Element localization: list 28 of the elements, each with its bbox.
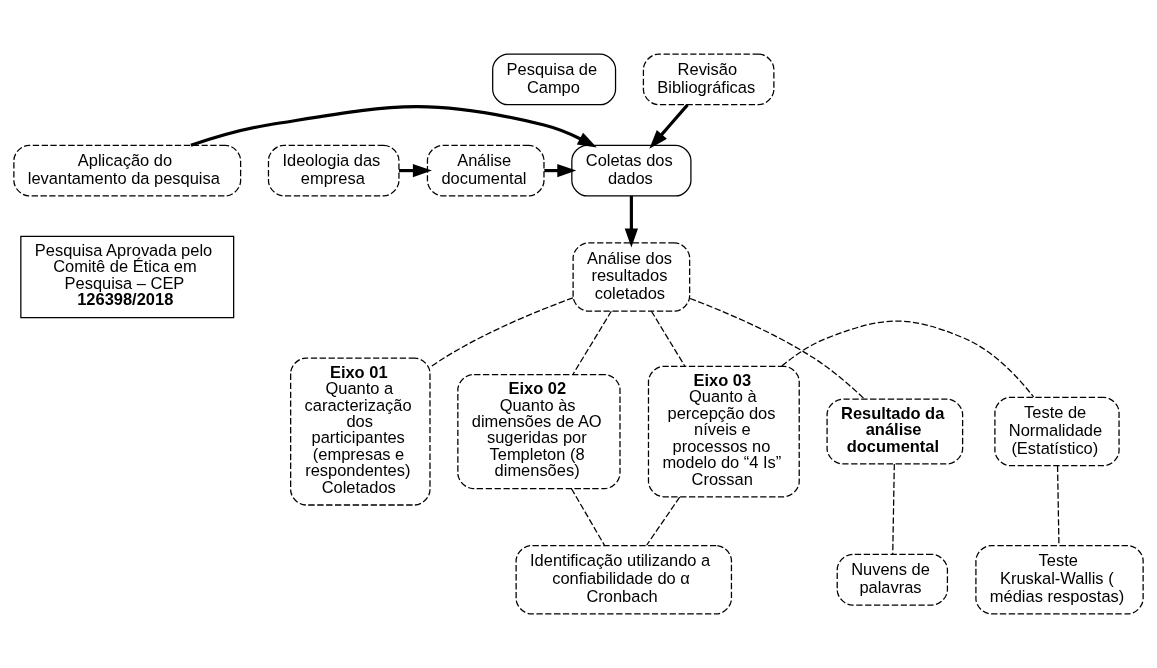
- node-box: Eixo 02 Quanto às dimensões de AO sugeridas por Templeton (8 dimensões): [457, 373, 621, 490]
- node-box: Análise documental: [426, 144, 545, 197]
- arrow: [624, 195, 639, 248]
- connector: [645, 496, 681, 546]
- node-box: Revisão Bibliográficas: [642, 53, 775, 106]
- node-box: Identificação utilizando a confiabilidade do α Cronbach: [515, 544, 733, 615]
- node-box: Coletas dos dados: [571, 144, 692, 197]
- connector: [570, 488, 606, 546]
- arrow: [190, 105, 597, 148]
- node-box: Pesquisa Aprovada pelo Comitê de Ética em Pesquisa – CEP 126398/2018: [20, 235, 235, 319]
- connector: [1056, 465, 1060, 546]
- connector: [781, 320, 1035, 398]
- connector: [429, 297, 574, 368]
- node-box: Aplicação do levantamento da pesquisa: [13, 144, 242, 197]
- node-box: Teste de Normalidade (Estatístico): [994, 396, 1120, 467]
- connector: [892, 463, 895, 555]
- node-box: Pesquisa de Campo: [492, 53, 617, 106]
- connector: [689, 297, 866, 400]
- node-box: Eixo 03 Quanto à percepção dos níveis e processos no modelo do “4 Is” Crossan: [647, 365, 800, 498]
- node-box: Ideologia das empresa: [267, 144, 400, 197]
- node-box: Análise dos resultados coletados: [572, 242, 691, 312]
- node-box: Teste Kruskal-Wallis ( médias respostas): [975, 544, 1144, 615]
- node-box: Resultado da análise documental: [826, 398, 964, 465]
- arrow: [649, 103, 689, 149]
- node-box: Eixo 01 Quanto a caracterização dos participantes (empresas e respondentes) Coletados: [290, 357, 431, 506]
- connector: [572, 310, 612, 375]
- connector: [650, 310, 686, 367]
- node-box: Nuvens de palavras: [836, 553, 949, 606]
